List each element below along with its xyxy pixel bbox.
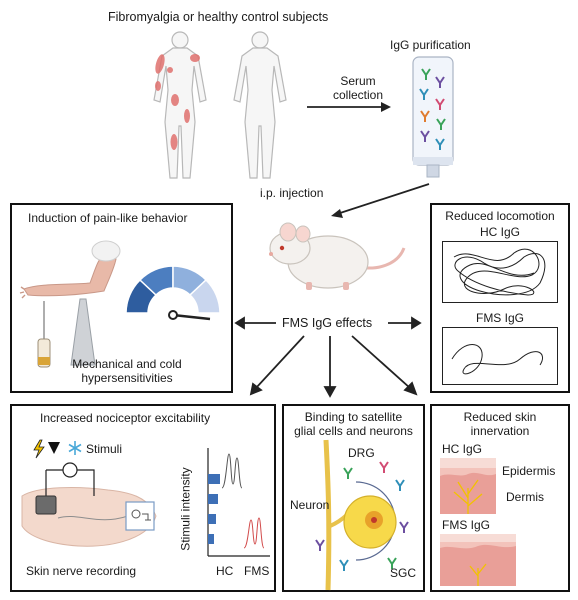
effects-arrows-icon [234,316,422,398]
drg-neuron-illustration [315,439,409,591]
injection-label: i.p. injection [260,186,324,200]
snowflake-icon [68,441,82,455]
skin-panel: Reduced skin innervation HC IgG Epidermi… [430,404,570,592]
cold-probe-icon [70,298,96,366]
mouse-paw-icon [19,240,121,299]
sgc-label: SGC [390,566,417,580]
drg-label: DRG [348,446,375,460]
hc-track-icon [453,248,546,296]
skin-title: Reduced skin innervation [463,410,537,438]
pain-gauge-icon [125,265,221,321]
recording-label: Skin nerve recording [26,564,137,578]
subjects-label: Fibromyalgia or healthy control subjects [108,10,329,24]
binding-panel: Binding to satellite glial cells and neu… [282,404,425,592]
fms-skin-section-icon [440,534,516,586]
locomotion-hc-label: HC IgG [479,225,520,239]
effects-label: FMS IgG effects [282,316,373,330]
excitability-panel: Increased nociceptor excitability Stimul… [10,404,276,592]
dermis-label: Dermis [506,490,544,504]
fms-track-icon [451,344,543,375]
hc-track-box [442,241,558,303]
human-figure-fms-icon [153,31,207,179]
chart-hc-tick: HC [216,564,234,578]
excitability-title: Increased nociceptor excitability [40,411,211,425]
chart-ylabel: Stimuli intensity [178,467,193,551]
locomotion-title: Reduced locomotion [445,209,555,223]
serum-label: Serum collection [332,74,384,102]
lightning-icon [33,439,45,459]
stimuli-label: Stimuli [86,442,123,456]
chart-fms-tick: FMS [244,564,270,578]
locomotion-panel: Reduced locomotion HC IgG FMS IgG [430,203,570,393]
purification-column-icon [412,56,454,178]
skin-fms-label: FMS IgG [442,518,491,532]
fms-track-box [442,327,558,385]
locomotion-fms-label: FMS IgG [475,311,524,325]
neuron-label: Neuron [290,498,330,512]
von-frey-filament-icon [37,301,51,368]
pain-panel-title: Induction of pain-like behavior [28,211,188,225]
skin-nerve-setup-icon [21,462,157,547]
excitability-chart [207,448,270,557]
pain-behavior-panel: Induction of pain-like behavior Mechanic… [10,203,233,393]
binding-title: Binding to satellite glial cells and neu… [294,410,413,438]
skin-hc-label: HC IgG [442,442,483,456]
mouse-icon [269,222,406,290]
pain-caption: Mechanical and cold hypersensitivities [72,357,182,385]
serum-arrow-icon [307,102,391,112]
probe-triangle-icon [48,442,60,454]
human-figure-control-icon [233,31,287,179]
hc-skin-section-icon [440,458,496,514]
igg-purification-label: IgG purification [390,38,471,52]
epidermis-label: Epidermis [502,464,556,478]
injection-arrow-icon [331,183,430,218]
